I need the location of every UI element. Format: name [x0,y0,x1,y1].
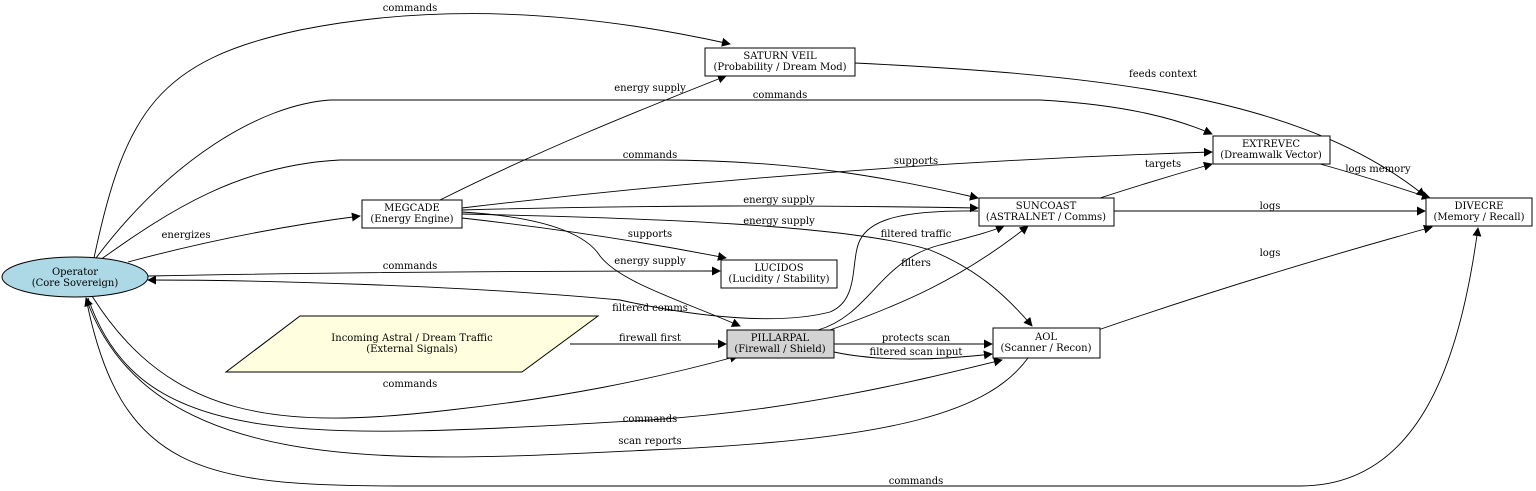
node-title: MEGCADE [384,203,440,214]
edge-label: firewall first [619,333,681,344]
node-title: LUCIDOS [754,263,803,274]
node-subtitle: (Scanner / Recon) [1000,343,1091,354]
edge-operator-to-suncoast: commands [99,150,979,261]
edge-operator-to-aol: commands [87,297,1003,432]
node-megcade[interactable]: MEGCADE (Energy Engine) [361,199,463,229]
edge-megcade-to-aol: energy supply [461,213,1033,327]
node-subtitle: (Lucidity / Stability) [728,274,829,285]
edge-megcade-to-extrevec: supports [461,147,1213,209]
edge-extrevec-to-divecre: logs memory [1319,163,1431,200]
node-title: AOL [1034,332,1057,343]
edges: commands commands commands energizes com… [84,3,1482,487]
node-subtitle: (Firewall / Shield) [734,344,825,355]
edge-pillarpal-to-suncoast: filtered traffic [817,225,1005,331]
node-operator[interactable]: Operator (Core Sovereign) [1,256,149,298]
node-lucidos[interactable]: LUCIDOS (Lucidity / Stability) [720,259,838,289]
edge-label: supports [628,229,672,240]
edge-pillarpal-to-aol-protects: protects scan [834,333,993,349]
edge-suncoast-to-operator: filtered comms [147,210,979,320]
node-title: Incoming Astral / Dream Traffic [331,333,493,344]
edge-label: supports [894,156,938,167]
edge-label: filtered scan input [870,347,963,358]
nodes: Operator (Core Sovereign) Incoming Astra… [1,47,1533,373]
node-suncoast[interactable]: SUNCOAST (ASTRALNET / Comms) [978,197,1115,227]
edge-operator-to-extrevec: commands [95,90,1213,259]
edge-operator-to-pillarpal: commands [91,295,739,419]
edge-label: commands [383,3,438,14]
node-title: EXTREVEC [1242,139,1300,150]
edge-label: filtered traffic [881,229,952,240]
edge-pillarpal-to-aol-filtered: filtered scan input [833,347,993,360]
node-subtitle: (Energy Engine) [370,214,453,225]
edge-label: energy supply [743,195,815,206]
node-subtitle: (External Signals) [366,344,458,355]
edge-aol-to-suncoast: filters [829,225,1029,331]
edge-label: filters [901,258,931,269]
edge-operator-to-divecre: commands [85,227,1482,487]
node-subtitle: (Core Sovereign) [32,278,119,289]
node-incoming-traffic[interactable]: Incoming Astral / Dream Traffic (Externa… [224,315,600,373]
node-title: DIVECRE [1455,201,1504,212]
edge-label: energizes [162,230,211,241]
edge-aol-to-operator: scan reports [84,297,1029,458]
node-pillarpal[interactable]: PILLARPAL (Firewall / Shield) [726,329,835,359]
edge-label: scan reports [618,436,681,447]
edge-operator-to-megcade: energizes [127,212,361,263]
node-title: SUNCOAST [1016,201,1077,212]
edge-operator-to-saturn-veil: commands [93,3,731,259]
edge-label: energy supply [614,83,686,94]
node-title: SATURN VEIL [743,51,817,62]
edge-label: targets [1145,159,1181,170]
edge-label: logs [1260,248,1281,259]
edge-suncoast-to-extrevec: targets [1099,159,1213,199]
edge-label: logs memory [1345,164,1411,175]
edge-label: commands [889,476,944,487]
edge-label: commands [623,414,678,425]
edge-label: commands [383,379,438,390]
edge-label: commands [623,150,678,161]
edge-suncoast-to-divecre: logs [1114,201,1426,216]
edge-megcade-to-saturn-veil: energy supply [439,74,727,201]
edge-label: commands [753,90,808,101]
edge-label: logs [1260,201,1281,212]
edge-megcade-to-lucidos: supports [461,217,727,261]
node-aol[interactable]: AOL (Scanner / Recon) [992,327,1101,359]
edge-label: filtered comms [612,303,688,314]
edge-aol-to-divecre: logs [1097,224,1433,331]
node-extrevec[interactable]: EXTREVEC (Dreamwalk Vector) [1212,135,1331,165]
node-subtitle: (Probability / Dream Mod) [713,62,846,73]
node-subtitle: (ASTRALNET / Comms) [986,212,1106,223]
node-subtitle: (Dreamwalk Vector) [1220,150,1322,161]
edge-traffic-to-pillarpal: firewall first [570,333,727,349]
edge-label: feeds context [1129,69,1197,80]
edge-label: energy supply [743,216,815,227]
node-title: Operator [52,267,98,278]
node-saturn-veil[interactable]: SATURN VEIL (Probability / Dream Mod) [704,47,856,77]
edge-operator-to-lucidos: commands [147,261,721,277]
edge-saturn-veil-to-divecre: feeds context [854,62,1426,197]
edge-label: commands [383,261,438,272]
node-subtitle: (Memory / Recall) [1433,212,1524,223]
node-title: PILLARPAL [751,333,810,344]
edge-megcade-to-pillarpal: energy supply [461,211,741,327]
edge-label: energy supply [614,256,686,267]
node-divecre[interactable]: DIVECRE (Memory / Recall) [1425,197,1533,227]
edge-megcade-to-suncoast: energy supply [461,195,979,213]
edge-label: protects scan [882,333,951,344]
